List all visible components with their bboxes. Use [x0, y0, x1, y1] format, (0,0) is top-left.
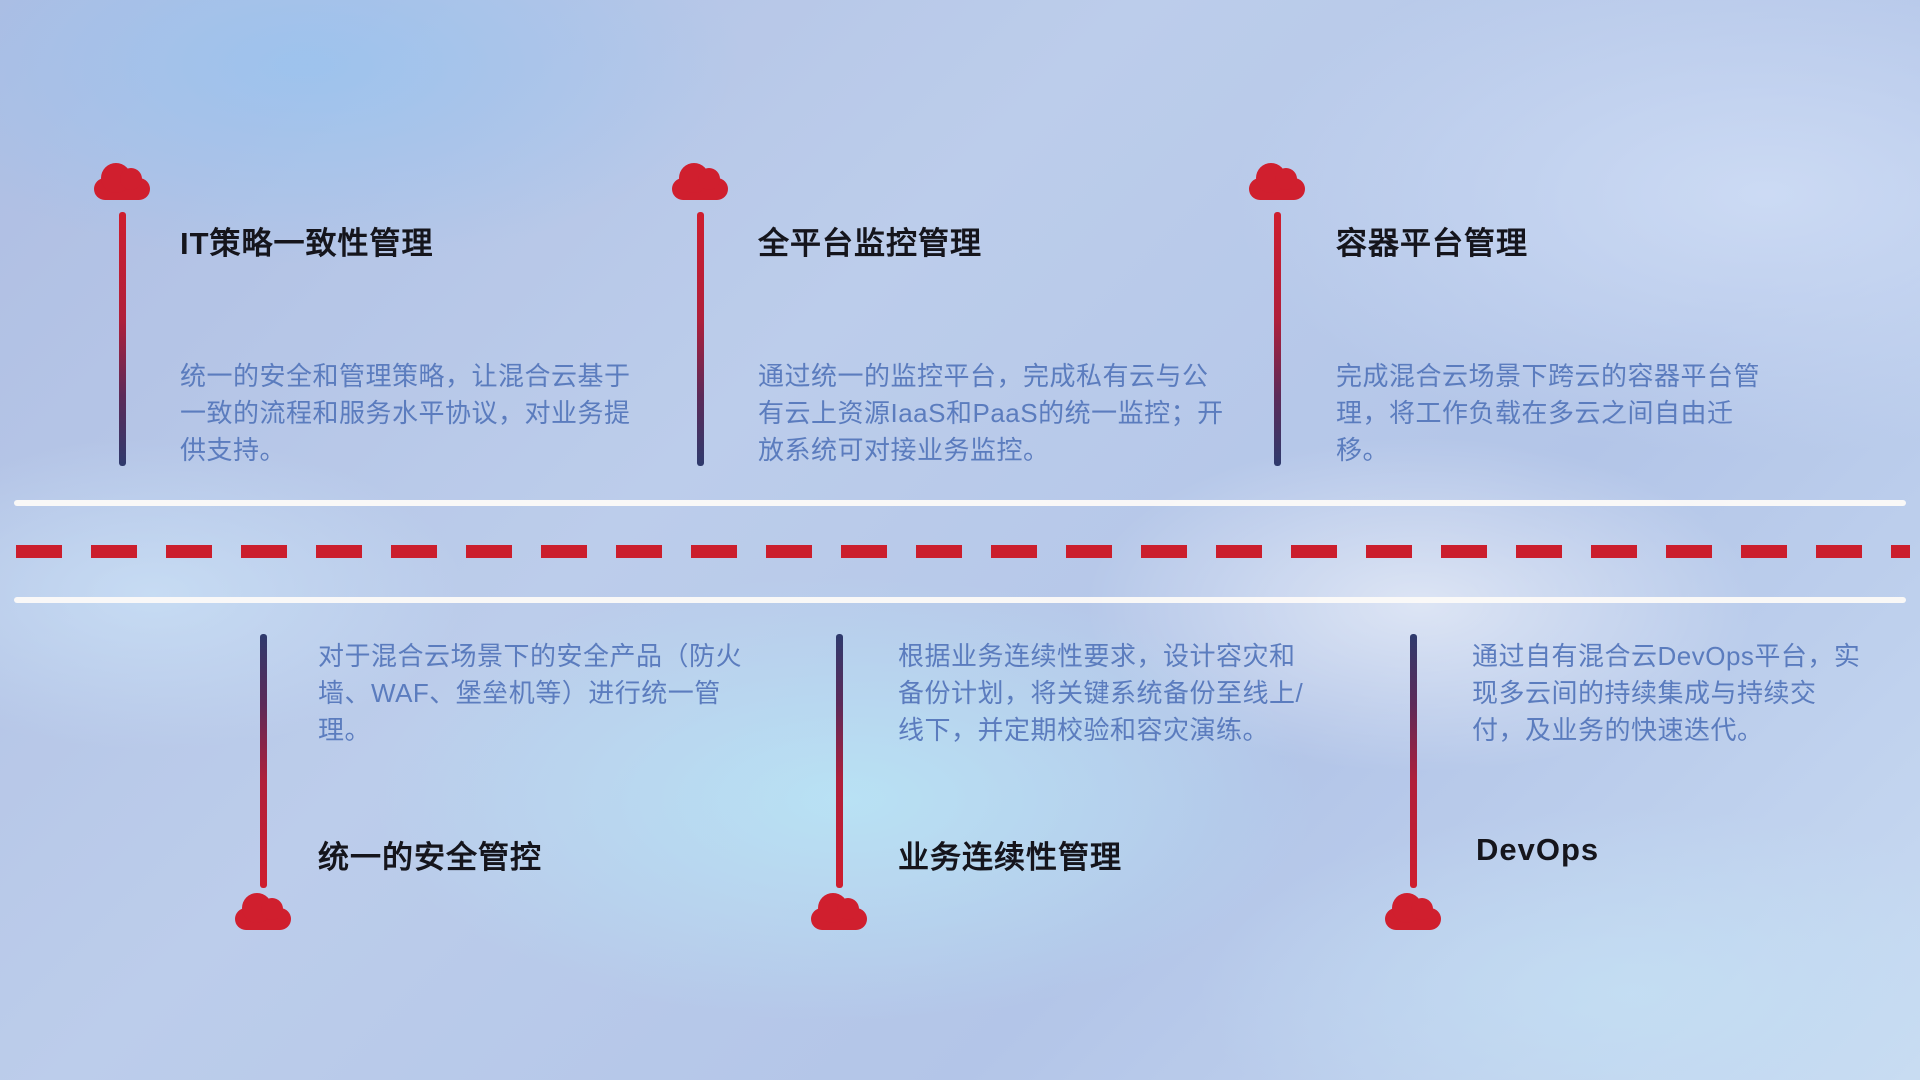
item-title: 容器平台管理	[1336, 226, 1528, 261]
item-description: 通过自有混合云DevOps平台，实现多云间的持续集成与持续交付，及业务的快速迭代…	[1472, 641, 1861, 745]
item-title: IT策略一致性管理	[180, 226, 434, 261]
connector-line	[836, 634, 843, 888]
item-title: 全平台监控管理	[758, 226, 982, 261]
connector-line	[1274, 212, 1281, 466]
connector-line	[260, 634, 267, 888]
cloud-icon	[1249, 163, 1305, 200]
connector-line	[697, 212, 704, 466]
cloud-icon	[235, 893, 291, 930]
cloud-icon	[1385, 893, 1441, 930]
item-description: 根据业务连续性要求，设计容灾和备份计划，将关键系统备份至线上/线下，并定期校验和…	[898, 641, 1304, 745]
item-description: 对于混合云场景下的安全产品（防火墙、WAF、堡垒机等）进行统一管理。	[318, 641, 743, 745]
item-description: 通过统一的监控平台，完成私有云与公有云上资源IaaS和PaaS的统一监控；开放系…	[758, 361, 1224, 465]
item-title: DevOps	[1476, 832, 1600, 867]
item-description: 统一的安全和管理策略，让混合云基于一致的流程和服务水平协议，对业务提供支持。	[180, 361, 631, 465]
cloud-icon	[672, 163, 728, 200]
item-description: 完成混合云场景下跨云的容器平台管理，将工作负载在多云之间自由迁移。	[1336, 361, 1761, 465]
item-title: 业务连续性管理	[898, 840, 1122, 875]
connector-line	[1410, 634, 1417, 888]
road-line-bottom	[14, 597, 1906, 603]
road-line-top	[14, 500, 1906, 506]
cloud-icon	[94, 163, 150, 200]
connector-line	[119, 212, 126, 466]
item-title: 统一的安全管控	[318, 840, 542, 875]
road-dashed-centerline	[16, 545, 1910, 558]
cloud-icon	[811, 893, 867, 930]
